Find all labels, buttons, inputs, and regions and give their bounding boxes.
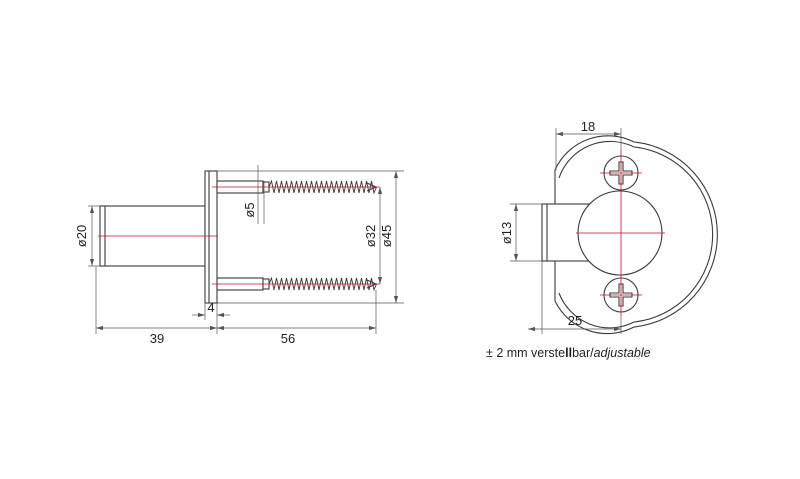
dim-screw-dia: ø5 — [242, 202, 257, 217]
dim-overall-left: 39 — [150, 331, 164, 346]
dim-flange: 4 — [207, 300, 214, 315]
front-view: 18 ø13 25 ± 2 mm verstellbar/adjustable — [486, 119, 718, 360]
dim-bottom: 25 — [568, 313, 582, 328]
dim-flange-dia: ø45 — [379, 225, 394, 247]
dim-front-post-dia: ø13 — [499, 222, 514, 244]
adjustable-caption: ± 2 mm verstellbar/adjustable — [486, 346, 651, 360]
dim-screw-spacing: ø32 — [363, 225, 378, 247]
dim-post-dia: ø20 — [74, 225, 89, 247]
side-view: ø20 ø5 ø32 ø45 4 39 56 — [74, 165, 404, 346]
flange-plate — [204, 170, 218, 304]
dim-top: 18 — [581, 119, 595, 134]
dim-overall-right: 56 — [281, 331, 295, 346]
